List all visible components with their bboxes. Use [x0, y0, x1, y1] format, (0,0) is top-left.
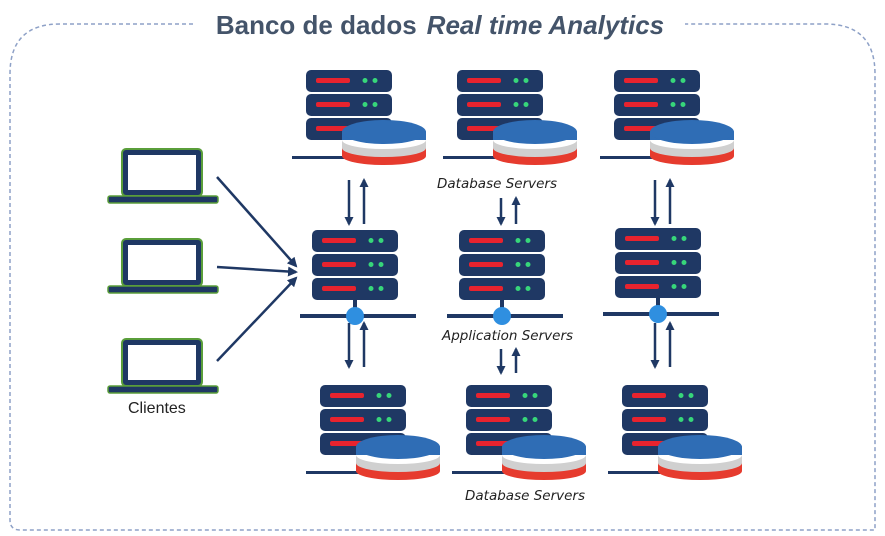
database-server-icon	[600, 70, 734, 165]
database-server-icon	[292, 70, 426, 165]
application-server-icon	[447, 230, 563, 325]
database-server-icon	[452, 385, 586, 480]
database-servers-label-bottom: Database Servers	[465, 488, 586, 504]
database-server-icon	[306, 385, 440, 480]
title-main: Banco de dados	[215, 10, 417, 40]
application-servers-label: Application Servers	[442, 328, 574, 344]
database-server-icon	[608, 385, 742, 480]
clients-label: Clientes	[128, 400, 186, 417]
database-servers-label-top: Database Servers	[437, 176, 558, 192]
application-server-icon	[300, 230, 416, 325]
client-laptop-icon	[107, 338, 219, 394]
database-server-icon	[443, 70, 577, 165]
client-laptop-icon	[107, 148, 219, 204]
diagram-title: Banco de dados Real time Analytics	[195, 7, 685, 43]
application-server-icon	[603, 228, 719, 323]
title-italic: Real time Analytics	[426, 10, 665, 40]
client-laptop-icon	[107, 238, 219, 294]
